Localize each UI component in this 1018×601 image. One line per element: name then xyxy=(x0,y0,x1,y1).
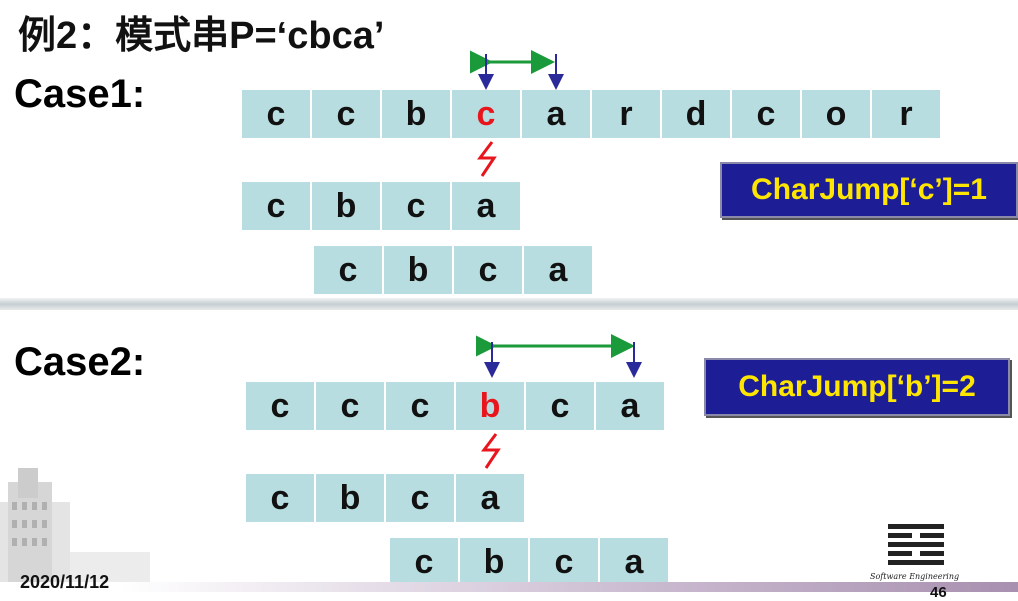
case1-text-cell: a xyxy=(522,90,590,138)
case1-text-cell: o xyxy=(802,90,870,138)
software-engineering-logo-icon xyxy=(888,524,944,565)
case2-shift-arrows xyxy=(476,334,642,378)
case1-text-cell: c xyxy=(312,90,380,138)
case2-pattern-cell: c xyxy=(246,474,314,522)
case1-text-cell: c xyxy=(732,90,800,138)
section-divider xyxy=(0,298,1018,310)
slide-title: 例2：模式串P=‘cbca’ xyxy=(18,15,385,57)
case1-text-cell: b xyxy=(382,90,450,138)
case1-shifted-cell: c xyxy=(314,246,382,294)
case2-text-cell: c xyxy=(246,382,314,430)
case1-shift-arrows xyxy=(470,50,564,90)
case2-mismatch-cell: b xyxy=(456,382,524,430)
case2-shifted-cell: a xyxy=(600,538,668,586)
case2-text-cell: c xyxy=(316,382,384,430)
case1-shifted-cell: a xyxy=(524,246,592,294)
case2-text-cell: a xyxy=(596,382,664,430)
case1-shifted-cell: c xyxy=(454,246,522,294)
case2-shifted-cell: c xyxy=(390,538,458,586)
case1-text-cell: c xyxy=(242,90,310,138)
case2-text-cell: c xyxy=(386,382,454,430)
case1-charjump-badge: CharJump[‘c’]=1 xyxy=(720,162,1018,218)
case2-shifted-cell: c xyxy=(530,538,598,586)
case1-text-row: c c b c a r d c o r xyxy=(242,90,940,138)
case2-pattern-cell: a xyxy=(456,474,524,522)
case1-pattern-cell: b xyxy=(312,182,380,230)
case1-pattern-cell: a xyxy=(452,182,520,230)
case1-mismatch-cell: c xyxy=(452,90,520,138)
page-number: 46 xyxy=(930,584,947,601)
case1-pattern-cell: c xyxy=(242,182,310,230)
case2-shifted-row: c b c a xyxy=(390,538,668,586)
campus-building-image xyxy=(0,468,150,582)
case1-pattern-row: c b c a xyxy=(242,182,520,230)
slide-date: 2020/11/12 xyxy=(20,572,110,592)
case1-label: Case1: xyxy=(14,72,146,116)
case1-text-cell: r xyxy=(872,90,940,138)
case2-pattern-cell: b xyxy=(316,474,384,522)
case1-shifted-row: c b c a xyxy=(314,246,592,294)
case1-shifted-cell: b xyxy=(384,246,452,294)
case1-text-cell: r xyxy=(592,90,660,138)
case1-mismatch-zigzag-icon xyxy=(477,141,497,177)
case2-pattern-cell: c xyxy=(386,474,454,522)
case1-pattern-cell: c xyxy=(382,182,450,230)
case2-shifted-cell: b xyxy=(460,538,528,586)
case2-charjump-badge: CharJump[‘b’]=2 xyxy=(704,358,1010,416)
case1-text-cell: d xyxy=(662,90,730,138)
case2-text-cell: c xyxy=(526,382,594,430)
case2-mismatch-zigzag-icon xyxy=(481,433,501,469)
case2-pattern-row: c b c a xyxy=(246,474,524,522)
logo-caption: Software Engineering xyxy=(870,572,960,581)
footer-bar xyxy=(120,582,1018,592)
case2-label: Case2: xyxy=(14,340,146,384)
case2-text-row: c c c b c a xyxy=(246,382,664,430)
